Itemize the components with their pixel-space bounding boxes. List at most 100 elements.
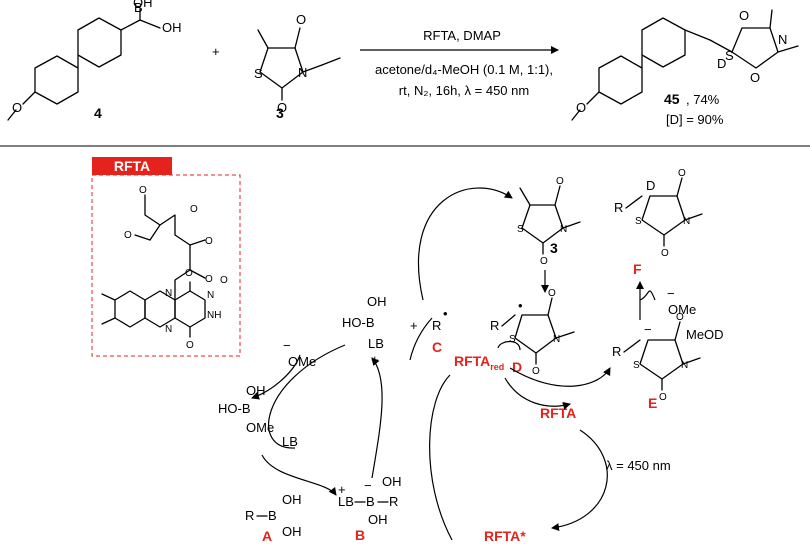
reagents-text: RFTA, DMAP	[423, 28, 501, 43]
svg-text:R: R	[614, 200, 623, 215]
svg-text:+: +	[338, 482, 346, 497]
svg-text:OMe: OMe	[668, 302, 696, 317]
deuterated-F: R O N S O D	[614, 168, 703, 259]
svg-text:B: B	[268, 508, 277, 523]
arrow-light-excitation	[551, 429, 608, 532]
svg-text:O: O	[676, 312, 684, 323]
svg-text:NH: NH	[207, 310, 221, 321]
svg-text:O: O	[739, 8, 749, 23]
svg-text:O: O	[540, 256, 548, 267]
methoxide-right: − OMe	[667, 286, 696, 317]
rfta-structure: O O O O O O N N N NH O O	[101, 185, 228, 351]
rfta-label: RFTA	[540, 405, 576, 421]
svg-text:OH: OH	[382, 474, 402, 489]
svg-text:N: N	[165, 324, 172, 335]
rfta-dashed-box	[91, 174, 241, 357]
svg-text:OH: OH	[282, 492, 302, 507]
meod-label: MeOD	[686, 327, 724, 342]
svg-text:S: S	[633, 360, 640, 371]
svg-text:O: O	[124, 230, 132, 241]
svg-text:OMe: OMe	[288, 354, 316, 369]
label-compound-4: 4	[94, 105, 102, 121]
svg-text:R: R	[490, 318, 499, 333]
arrow-rftared-to-rfta	[504, 377, 571, 410]
d-to-e-connector	[497, 340, 521, 351]
light-label: λ = 450 nm	[606, 458, 671, 473]
conditions-line-2: rt, N₂, 16h, λ = 450 nm	[399, 83, 529, 98]
boronic-acid-A: R B OH OH	[245, 492, 302, 539]
svg-text:OH: OH	[162, 20, 182, 35]
svg-text:S: S	[635, 216, 642, 227]
svg-text:R: R	[389, 494, 398, 509]
svg-text:−: −	[364, 478, 372, 493]
svg-text:O: O	[576, 100, 586, 115]
product-yield: , 74%	[686, 92, 720, 107]
anion-E: R O N S O −	[612, 312, 701, 403]
svg-text:B: B	[134, 0, 143, 15]
label-compound-45: 45	[664, 91, 680, 107]
svg-text:S: S	[517, 224, 524, 235]
svg-text:O: O	[548, 288, 556, 299]
svg-text:R: R	[245, 508, 254, 523]
radical-R: R	[432, 318, 441, 333]
rfta-cycle-left	[429, 374, 453, 541]
svg-text:N: N	[165, 288, 172, 299]
svg-text:OH: OH	[282, 524, 302, 539]
arrow-B-to-complex	[371, 357, 383, 479]
svg-text:OH: OH	[368, 512, 388, 527]
svg-text:LB: LB	[368, 336, 384, 351]
radical-dot: •	[443, 306, 448, 321]
svg-text:S: S	[254, 66, 263, 81]
svg-text:O: O	[532, 366, 540, 377]
svg-text:OH: OH	[367, 294, 387, 309]
reactant-3-structure: O N S O	[254, 12, 341, 115]
methoxide-top: − OMe	[283, 338, 316, 369]
svg-text:O: O	[556, 176, 564, 187]
rfta-star-label: RFTA*	[484, 528, 526, 544]
plus-sign: +	[212, 44, 220, 59]
svg-text:N: N	[298, 65, 307, 80]
rfta-red-label: RFTAred	[454, 353, 504, 372]
svg-text:N: N	[553, 334, 560, 345]
arrow-A-to-B	[261, 454, 337, 496]
lb-boron-complex: OH HO-B LB +	[342, 294, 387, 367]
svg-text:OH: OH	[133, 0, 153, 10]
svg-text:O: O	[139, 185, 147, 196]
arrow-methoxide-to-borate	[251, 354, 301, 400]
svg-text:O: O	[750, 70, 760, 85]
svg-text:HO-B: HO-B	[218, 401, 251, 416]
compound-3-cycle: O N S O	[517, 176, 581, 267]
svg-text:N: N	[681, 360, 688, 371]
rfta-title: RFTA	[114, 158, 150, 174]
label-3-cycle: 3	[550, 240, 558, 256]
rfta-title-bar	[92, 157, 172, 175]
product-45-structure: O N O D S O	[571, 8, 799, 121]
label-C: C	[432, 339, 442, 355]
svg-text:B: B	[366, 494, 375, 509]
svg-text:O: O	[12, 100, 22, 115]
svg-text:LB: LB	[338, 494, 354, 509]
svg-text:HO-B: HO-B	[342, 315, 375, 330]
svg-text:N: N	[560, 224, 567, 235]
reactant-4-structure: B OH OH O	[7, 0, 182, 121]
svg-text:N: N	[778, 32, 787, 47]
label-B: B	[355, 527, 365, 543]
svg-text:−: −	[667, 286, 675, 301]
svg-text:D: D	[646, 178, 655, 193]
label-D: D	[512, 359, 522, 375]
svg-text:O: O	[678, 168, 686, 179]
svg-text:O: O	[185, 268, 193, 279]
svg-text:O: O	[661, 248, 669, 259]
svg-text:OH: OH	[246, 383, 266, 398]
label-E: E	[648, 395, 657, 411]
svg-text:O: O	[659, 392, 667, 403]
svg-text:N: N	[207, 290, 214, 301]
svg-text:−: −	[644, 322, 652, 337]
label-compound-3: 3	[276, 105, 284, 121]
conditions-line-1: acetone/d₄-MeOH (0.1 M, 1:1),	[375, 62, 553, 77]
svg-text:−: −	[283, 338, 291, 353]
svg-text:+: +	[371, 352, 379, 367]
arrow-D-to-E	[509, 367, 611, 387]
svg-text:O: O	[186, 340, 194, 351]
